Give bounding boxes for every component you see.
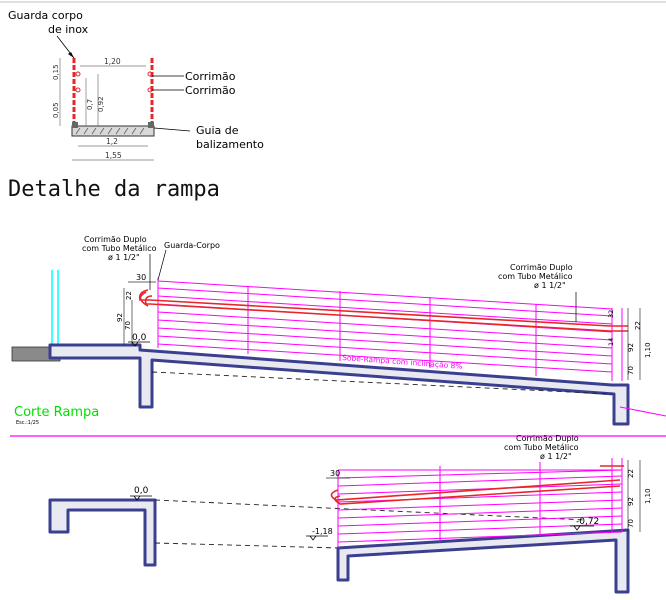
ramp-structure <box>48 343 630 426</box>
page-title: Detalhe da rampa <box>8 177 220 202</box>
dim-30: 30 <box>136 273 146 282</box>
handrail-label-1: Corrimão <box>185 70 236 83</box>
ramp-elevation-bottom: Corrimão Duplo com Tubo Metálico ø 1 1/2… <box>48 434 652 594</box>
guide-leader <box>153 127 191 132</box>
ramp-structure-bottom <box>336 528 630 594</box>
level-marker <box>570 525 594 531</box>
handrail-label-2: Corrimão <box>185 84 236 97</box>
level-left: 0,0 <box>134 486 149 496</box>
dim-height-b: 0,05 <box>52 102 60 118</box>
section-label: Corte Rampa <box>14 405 99 420</box>
left-note-2: com Tubo Metálico <box>82 244 157 253</box>
dim-height-d: 0,92 <box>97 96 105 112</box>
bottom-dim-70: 70 <box>627 519 635 528</box>
level-mid: -1,18 <box>312 527 333 536</box>
handrail-upper <box>138 289 628 327</box>
dim-height-a: 0,15 <box>52 64 60 80</box>
right-dim-14: 14 <box>607 338 615 346</box>
slab-hatch <box>75 127 145 135</box>
right-dim-110: 1,10 <box>644 342 652 358</box>
guard-label-2: de inox <box>48 23 89 36</box>
level-label: 0,0 <box>132 333 147 343</box>
dashed-line <box>154 542 341 549</box>
right-dim-22: 22 <box>634 321 642 330</box>
cut-line <box>619 406 666 417</box>
handrail-circle <box>147 71 153 77</box>
left-note-1: Corrimão Duplo <box>84 235 147 244</box>
right-dim-92: 92 <box>627 343 635 352</box>
handrail-loop <box>139 291 149 307</box>
right-note-2: com Tubo Metálico <box>498 272 573 281</box>
handrail-circle <box>75 71 81 77</box>
bottom-note-3: ø 1 1/2" <box>540 452 572 461</box>
level-marker <box>128 341 150 347</box>
dim-inner-width: 1,2 <box>106 137 118 146</box>
left-landing-structure <box>48 498 157 567</box>
right-note-3: ø 1 1/2" <box>534 281 566 290</box>
guide-label-2: balizamento <box>196 138 264 151</box>
ramp-elevation-top: 30 22 92 70 0,0 Corrimão Duplo com Tubo … <box>11 235 666 426</box>
bottom-note-2: com Tubo Metálico <box>504 443 579 452</box>
slab-curb <box>72 122 78 128</box>
dim-outer-width: 1,55 <box>105 151 122 160</box>
slab-curb <box>148 122 154 128</box>
dashed-soffit <box>151 371 613 395</box>
bottom-dim-22: 22 <box>627 469 635 478</box>
bottom-dim-110: 1,10 <box>644 488 652 504</box>
right-note-1: Corrimão Duplo <box>510 263 573 272</box>
cross-section-detail: Guarda corpo de inox 1,20 1,2 1,55 0,15 … <box>8 9 264 161</box>
handrail-lower <box>144 295 628 332</box>
level-marker <box>130 495 152 501</box>
guard-leader-arrow <box>68 52 74 58</box>
right-dim-32: 32 <box>607 310 615 318</box>
dim-height-c: 0,7 <box>86 99 94 110</box>
handrail-circle <box>75 87 81 93</box>
bottom-dim-92: 92 <box>627 497 635 506</box>
dim-70: 70 <box>124 321 132 330</box>
guide-label-1: Guia de <box>196 124 239 137</box>
left-note-3: ø 1 1/2" <box>108 253 140 262</box>
handrail-lower-bottom <box>334 485 621 505</box>
bottom-dim-30: 30 <box>330 469 340 478</box>
guard-label-1: Guarda corpo <box>8 9 83 22</box>
level-marker <box>306 535 328 541</box>
section-scale: Esc.:1/25 <box>16 420 39 426</box>
note-leader <box>157 249 167 281</box>
guard-note: Guarda-Corpo <box>164 241 220 250</box>
dim-92: 92 <box>116 313 124 322</box>
dim-top-width: 1,20 <box>104 57 121 66</box>
level-right: -0,72 <box>576 517 599 527</box>
bottom-note-1: Corrimão Duplo <box>516 434 579 443</box>
guide-slab <box>71 125 155 137</box>
dim-22: 22 <box>125 291 133 300</box>
right-dim-70: 70 <box>627 366 635 375</box>
